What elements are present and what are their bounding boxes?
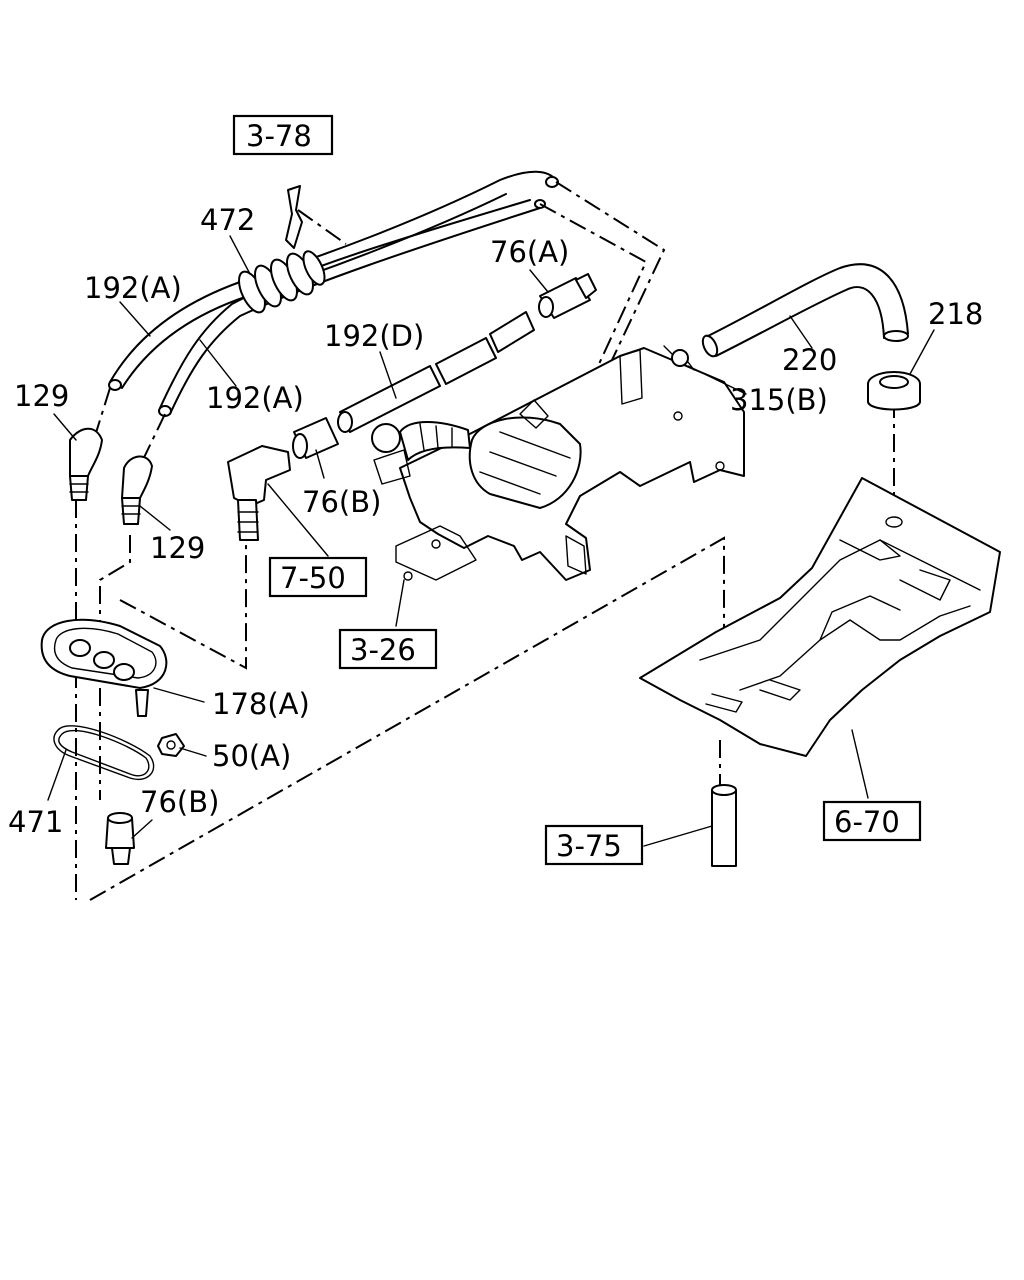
elbow-hose-129-left <box>69 427 103 501</box>
label-178a: 178(A) <box>212 687 310 721</box>
ref-box-3-26: 3-26 <box>338 628 438 670</box>
fitting-76b-mid <box>292 417 339 459</box>
label-218: 218 <box>928 297 983 331</box>
ref-label-6-70: 6-70 <box>834 805 900 839</box>
ref-box-3-75: 3-75 <box>544 824 644 866</box>
ref-label-3-26: 3-26 <box>350 633 416 667</box>
label-471: 471 <box>8 805 63 839</box>
grommet-218 <box>867 371 921 411</box>
upper-hose-assembly <box>108 170 559 417</box>
ref-box-6-70: 6-70 <box>822 800 922 842</box>
gasket-471 <box>53 725 155 781</box>
label-220: 220 <box>782 343 837 377</box>
fitting-76a <box>538 273 597 319</box>
hose-220 <box>701 263 909 358</box>
label-315b: 315(B) <box>730 383 828 417</box>
label-50a: 50(A) <box>212 739 291 773</box>
clip-315b <box>663 345 695 371</box>
label-192a-mid: 192(A) <box>206 381 304 415</box>
nut-50a <box>157 733 185 757</box>
ref-box-7-50: 7-50 <box>268 556 368 598</box>
label-192d: 192(D) <box>324 319 424 353</box>
hose-192d <box>337 311 535 433</box>
ref-label-3-78: 3-78 <box>246 119 312 153</box>
hose-clamp-472 <box>238 250 326 314</box>
ref-label-7-50: 7-50 <box>280 561 346 595</box>
label-76b-low: 76(B) <box>140 785 219 819</box>
elbow-hose-129-right <box>121 455 153 525</box>
label-472: 472 <box>200 203 255 237</box>
label-76a: 76(A) <box>490 235 569 269</box>
ref-box-3-78: 3-78 <box>232 114 334 156</box>
floor-panel-6-70 <box>639 477 1001 757</box>
pipe-3-75 <box>711 784 737 867</box>
canister-bracket-3-26 <box>371 347 745 581</box>
leader-lines <box>47 235 935 847</box>
elbow-connector-7-50 <box>227 445 291 541</box>
label-129-left: 129 <box>14 379 69 413</box>
fitting-76b-low <box>105 812 135 865</box>
sender-plate-178a <box>40 618 168 717</box>
label-192a-top: 192(A) <box>84 271 182 305</box>
clip-3-78 <box>285 185 303 249</box>
ref-label-3-75: 3-75 <box>556 829 622 863</box>
label-76b-mid: 76(B) <box>302 485 381 519</box>
label-129-right: 129 <box>150 531 205 565</box>
